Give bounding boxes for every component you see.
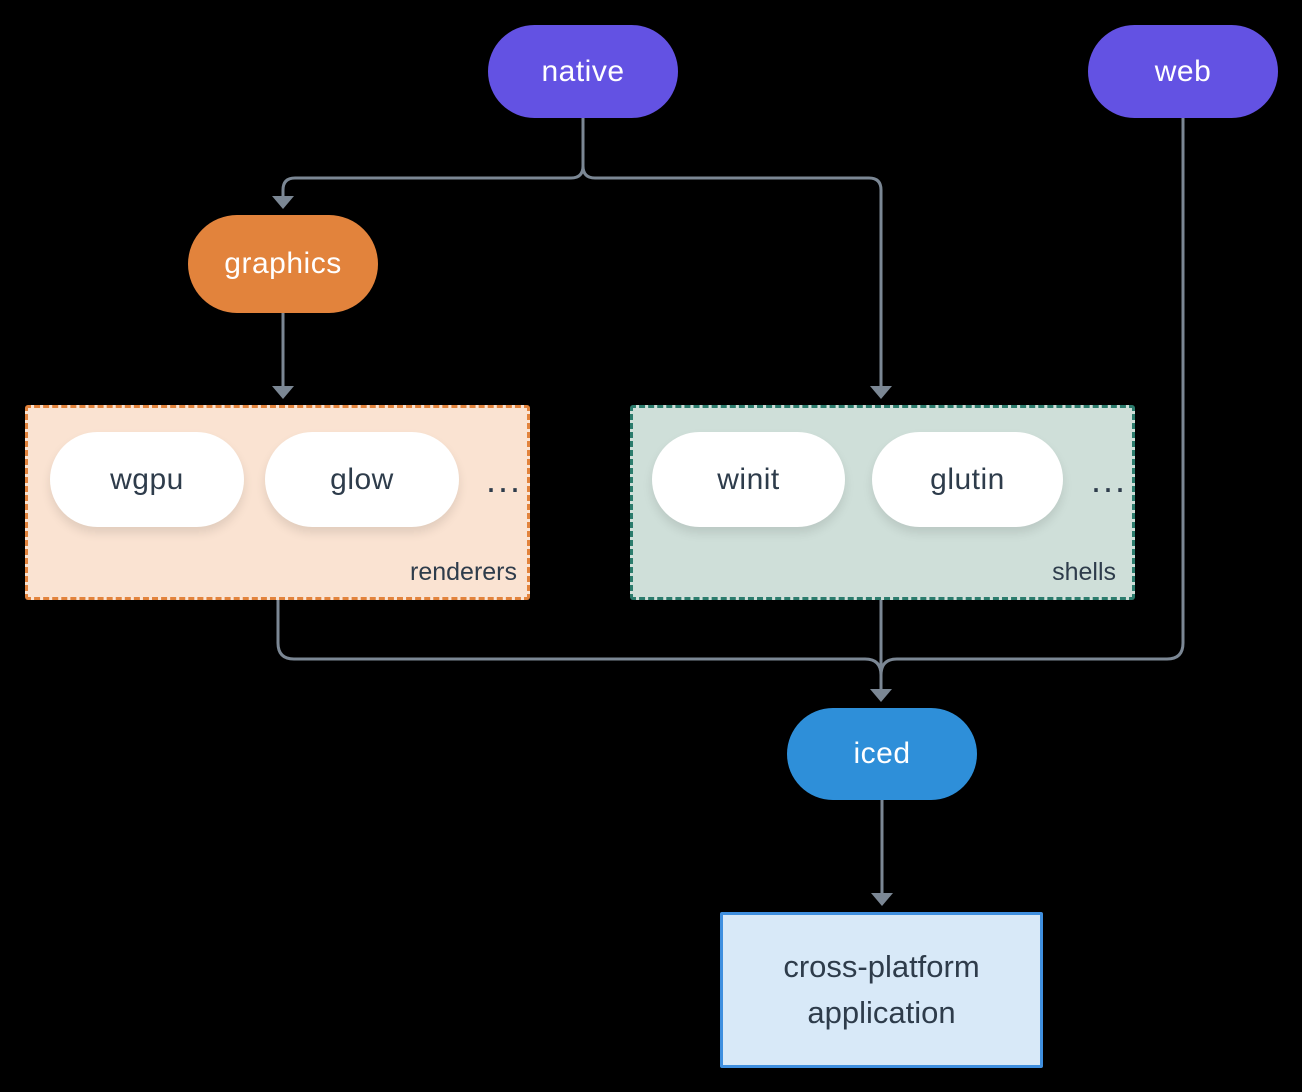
node-glutin: glutin <box>872 432 1063 527</box>
group-shells: winit glutin ... shells <box>630 405 1135 600</box>
node-glow: glow <box>265 432 459 527</box>
node-winit-label: winit <box>717 462 780 496</box>
node-wgpu: wgpu <box>50 432 244 527</box>
node-native: native <box>488 25 678 118</box>
node-glutin-label: glutin <box>930 462 1005 496</box>
edge-native-shells <box>581 118 883 387</box>
arrowhead-shells <box>870 386 892 399</box>
application-label-line1: cross-platform <box>783 949 980 984</box>
node-winit: winit <box>652 432 845 527</box>
shells-group-label: shells <box>1052 558 1116 586</box>
edge-web-iced <box>879 118 1185 676</box>
renderers-ellipsis: ... <box>485 458 522 500</box>
node-glow-label: glow <box>330 462 394 496</box>
node-web-label: web <box>1154 54 1212 88</box>
node-iced-label: iced <box>853 737 911 770</box>
node-graphics-label: graphics <box>224 247 342 280</box>
arrowhead-iced <box>870 689 892 702</box>
edge-native-graphics <box>281 118 585 197</box>
arrowhead-renderers <box>272 386 294 399</box>
node-iced: iced <box>787 708 977 800</box>
renderers-group-label: renderers <box>410 558 517 586</box>
shells-ellipsis: ... <box>1090 458 1127 500</box>
application-label-line2: application <box>807 995 956 1030</box>
node-native-label: native <box>541 54 625 88</box>
node-wgpu-label: wgpu <box>110 462 184 496</box>
arrowhead-graphics <box>272 196 294 209</box>
node-application: cross-platform application <box>720 912 1043 1068</box>
edge-renderers-iced <box>276 600 883 676</box>
node-graphics: graphics <box>188 215 378 313</box>
node-web: web <box>1088 25 1278 118</box>
group-renderers: wgpu glow ... renderers <box>25 405 530 600</box>
arrowhead-application <box>871 893 893 906</box>
